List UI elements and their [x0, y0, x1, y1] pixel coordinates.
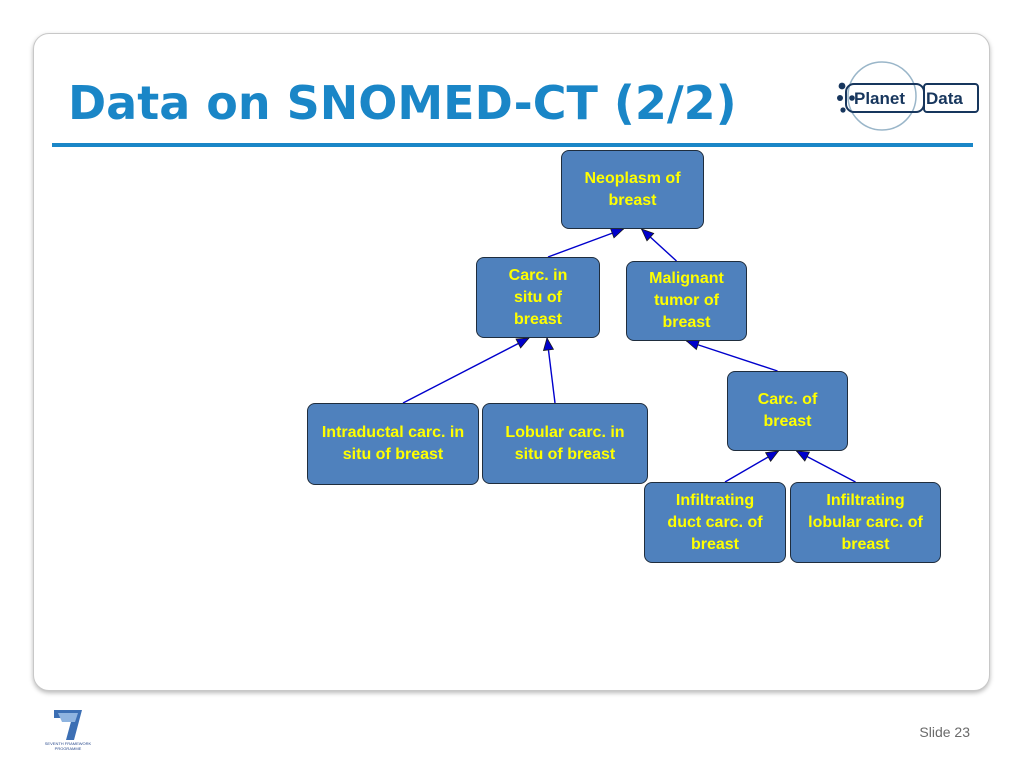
node-intraductal-carc-in-situ-of-breast[interactable]: Intraductal carc. in situ of breast [307, 403, 479, 485]
planet-data-logo: Planet Data [832, 56, 982, 140]
node-label: Neoplasm of breast [584, 169, 681, 209]
edge-intraductal-to-carc_in_situ [402, 337, 529, 404]
node-label: Carc. in situ of breast [508, 266, 568, 328]
slide-number: Slide 23 [919, 724, 970, 740]
edge-layer [402, 229, 856, 483]
edge-infiltrating_duct-to-carc_of_breast [724, 450, 779, 483]
logo-word-data: Data [926, 89, 963, 108]
node-lobular-carc-in-situ-of-breast[interactable]: Lobular carc. in situ of breast [482, 403, 648, 484]
edge-infiltrating_lobular-to-carc_of_breast [797, 450, 856, 483]
node-label: Infiltrating duct carc. of breast [667, 491, 763, 553]
node-label: Infiltrating lobular carc. of breast [808, 491, 923, 553]
node-label: Carc. of breast [757, 391, 818, 430]
edge-malignant-to-neoplasm [642, 229, 677, 262]
slide-frame [33, 33, 990, 691]
seventh-framework-caption: SEVENTH FRAMEWORK PROGRAMME [44, 741, 92, 751]
seventh-framework-logo [54, 710, 82, 740]
title-divider [52, 143, 973, 147]
node-label: Malignant tumor of breast [649, 270, 724, 331]
node-infiltrating-lobular-carc-of-breast[interactable]: Infiltrating lobular carc. of breast [790, 482, 941, 563]
edge-carc_in_situ-to-neoplasm [547, 229, 624, 258]
node-label: Lobular carc. in situ of breast [505, 423, 625, 463]
node-carc-in-situ-of-breast[interactable]: Carc. in situ of breast [476, 257, 600, 338]
slide-title: Data on SNOMED-CT (2/2) [68, 76, 737, 130]
logo-word-planet: Planet [854, 89, 906, 108]
node-label: Intraductal carc. in situ of breast [321, 424, 465, 463]
planet-orbit-icon [837, 61, 979, 131]
node-carc-of-breast[interactable]: Carc. of breast [727, 371, 848, 451]
node-infiltrating-duct-carc-of-breast[interactable]: Infiltrating duct carc. of breast [644, 482, 786, 563]
edge-lobular_in_situ-to-carc_in_situ [547, 338, 556, 404]
node-neoplasm-of-breast[interactable]: Neoplasm of breast [561, 150, 704, 229]
edge-carc_of_breast-to-malignant [687, 341, 778, 372]
node-malignant-tumor-of-breast[interactable]: Malignant tumor of breast [626, 261, 747, 341]
